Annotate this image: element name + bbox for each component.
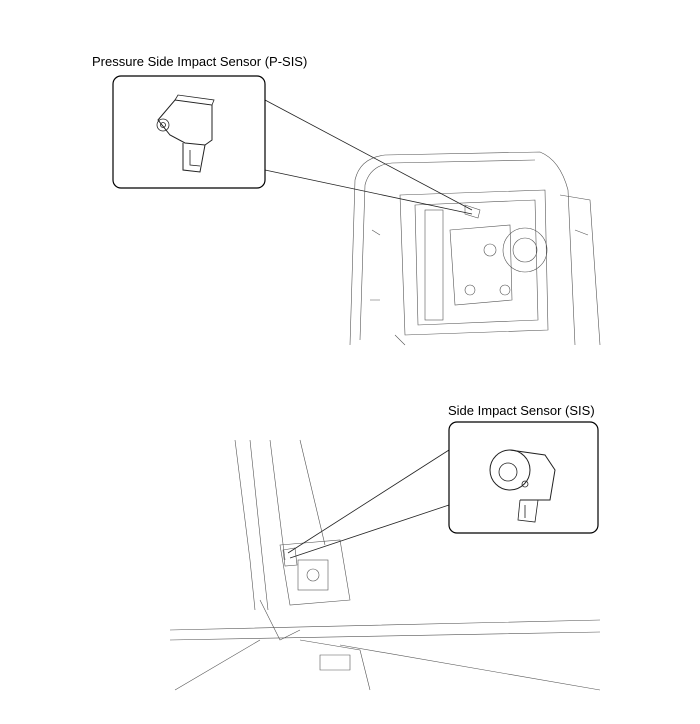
callout-line — [287, 449, 450, 554]
sis-sensor-icon — [489, 449, 556, 523]
sis-callout-box — [448, 421, 599, 534]
callout-line — [289, 504, 450, 559]
sis-label: Side Impact Sensor (SIS) — [448, 403, 595, 418]
p-sis-label: Pressure Side Impact Sensor (P-SIS) — [92, 54, 308, 69]
callout-line — [264, 169, 473, 215]
p-sis-sensor-icon — [156, 94, 215, 173]
front-door-illustration — [349, 151, 601, 346]
callout-line — [264, 99, 473, 211]
b-pillar-illustration — [169, 439, 601, 691]
p-sis-callout-box — [112, 75, 266, 189]
